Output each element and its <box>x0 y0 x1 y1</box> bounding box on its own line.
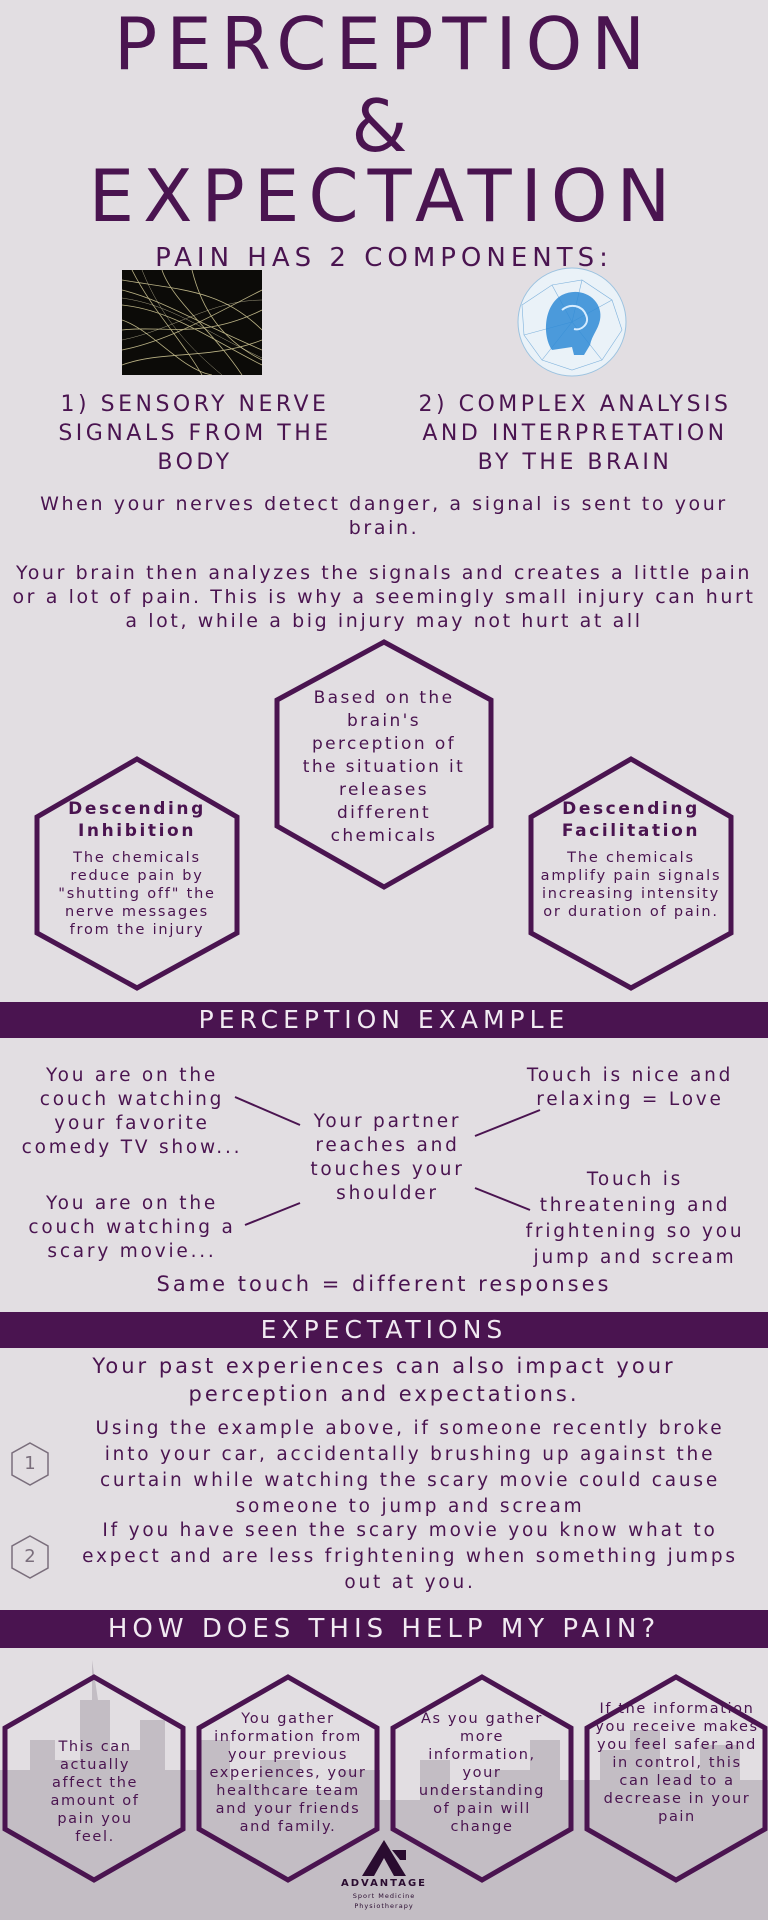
step-1-text: Using the example above, if someone rece… <box>95 1418 725 1517</box>
nerve-fibers-image <box>122 270 262 375</box>
component-sensory-label: 1) SENSORY NERVE SIGNALS FROM THE BODY <box>58 392 332 475</box>
example-right-top: Touch is nice and relaxing = Love <box>526 1065 734 1110</box>
brand-name: ADVANTAGE <box>340 1878 428 1889</box>
example-left-top: You are on the couch watching your favor… <box>21 1065 243 1158</box>
help-hex-2-text: You gather information from your previou… <box>209 1711 367 1835</box>
expectations-band: EXPECTATIONS <box>0 1312 768 1348</box>
pain-components-subtitle: PAIN HAS 2 COMPONENTS: <box>155 243 613 273</box>
step-2-badge: 2 <box>10 1535 50 1579</box>
example-left-bottom: You are on the couch watching a scary mo… <box>28 1193 236 1262</box>
brain-network-image <box>512 265 632 380</box>
example-right-bottom: Touch is threatening and frightening so … <box>525 1169 745 1268</box>
example-summary: Same touch = different responses <box>156 1272 612 1296</box>
help-hex-1-text: This can actually affect the amount of p… <box>50 1739 140 1845</box>
help-hex-3-text: As you gather more information, your und… <box>418 1711 546 1835</box>
perception-example-band: PERCEPTION EXAMPLE <box>0 1002 768 1038</box>
intro-paragraph-2: Your brain then analyzes the signals and… <box>12 562 756 632</box>
hex-left-body: The chemicals reduce pain by "shutting o… <box>58 850 216 938</box>
expectations-intro: Your past experiences can also impact yo… <box>92 1354 676 1406</box>
advantage-logo-icon <box>362 1840 406 1876</box>
step-1-badge: 1 <box>10 1442 50 1486</box>
page-title-expectation: EXPECTATION <box>88 154 680 238</box>
hex-right-title: Descending Facilitation <box>561 799 701 841</box>
brand-tagline-2: Physiotherapy <box>354 1902 414 1910</box>
page-title-perception: PERCEPTION <box>113 2 655 86</box>
component-brain-label: 2) COMPLEX ANALYSIS AND INTERPRETATION B… <box>418 392 732 475</box>
example-center: Your partner reaches and touches your sh… <box>310 1111 465 1204</box>
step-2-text: If you have seen the scary movie you kno… <box>82 1520 738 1593</box>
help-band: HOW DOES THIS HELP MY PAIN? <box>0 1610 768 1648</box>
help-hex-4-text: If the information you receive makes you… <box>595 1701 759 1825</box>
brand-tagline-1: Sport Medicine <box>352 1892 416 1900</box>
hex-right-body: The chemicals amplify pain signals incre… <box>540 850 722 920</box>
hex-left-title: Descending Inhibition <box>68 799 206 841</box>
page-title-ampersand: & <box>351 84 417 168</box>
hex-center-text: Based on the brain's perception of the s… <box>302 688 466 846</box>
intro-paragraph-1: When your nerves detect danger, a signal… <box>40 493 728 539</box>
